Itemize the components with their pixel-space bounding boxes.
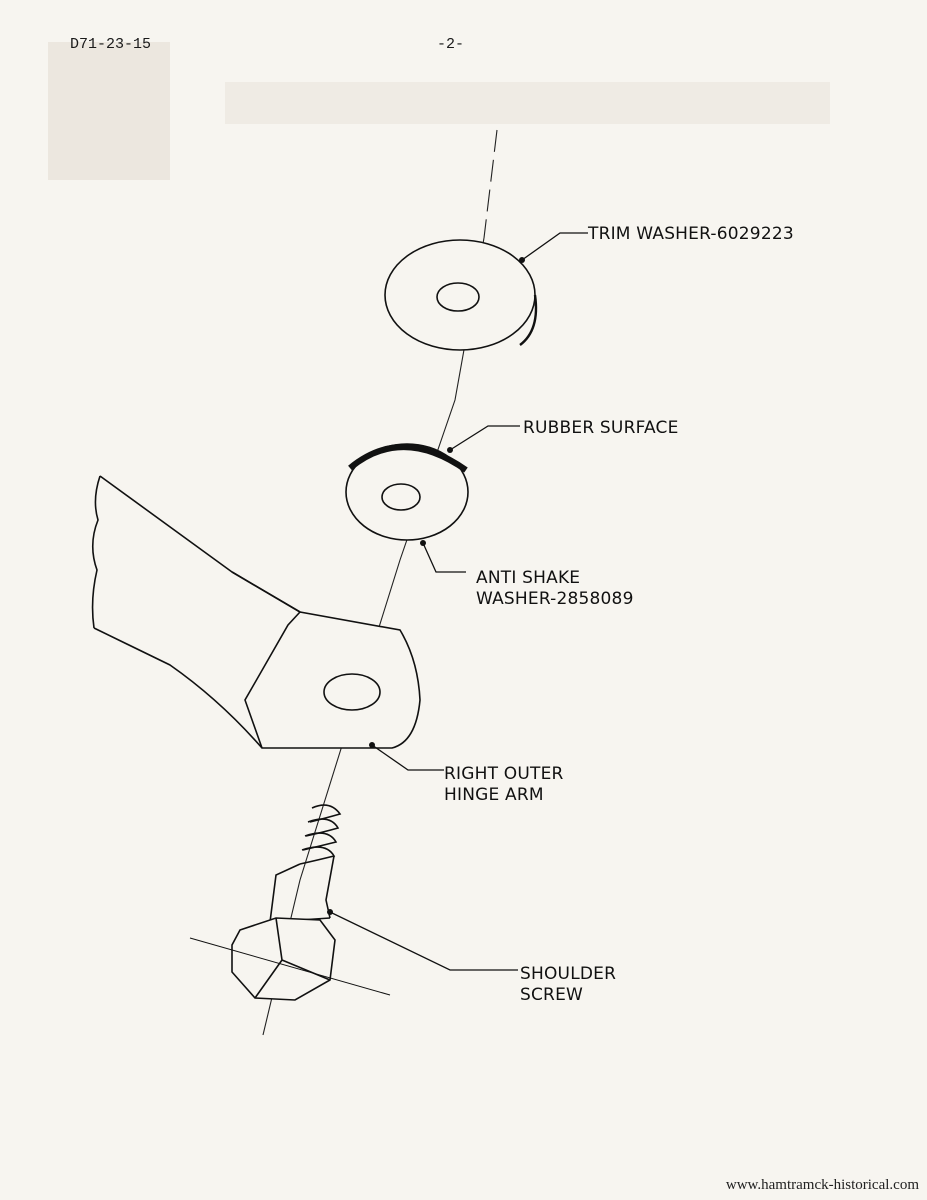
anti-shake-washer-shape [345,443,469,541]
leader-lines [329,232,588,971]
callout-shoulder-screw-line2: SCREW [520,985,584,1005]
callout-shoulder-screw: SHOULDER SCREW [520,964,616,1006]
callout-anti-shake-washer: ANTI SHAKE WASHER-2858089 [476,568,634,610]
callout-trim-washer: TRIM WASHER-6029223 [588,224,794,245]
trim-washer-shape [384,239,538,351]
shoulder-screw-shape [189,804,391,1001]
site-watermark: www.hamtramck-historical.com [725,1177,919,1193]
screw-threads [299,804,342,865]
callout-anti-shake-line2: WASHER-2858089 [476,589,634,609]
callout-rubber-surface-text: RUBBER SURFACE [523,418,679,438]
bleed-through-logo-block [48,42,170,180]
callout-trim-washer-text: TRIM WASHER-6029223 [588,224,794,244]
bulletin-number: D71-23-15 [70,36,152,53]
leader-rubber-surface [449,425,520,451]
leader-anti-shake [422,542,466,573]
callout-rubber-surface: RUBBER SURFACE [523,418,679,439]
bleed-through-title-block [225,82,830,124]
hinge-arm-shape [91,475,421,749]
callout-hinge-arm-line2: HINGE ARM [444,785,544,805]
leader-trim-washer [521,232,588,261]
callout-hinge-arm: RIGHT OUTER HINGE ARM [444,764,564,806]
page-number: -2- [437,36,465,53]
callout-hinge-arm-line1: RIGHT OUTER [444,764,564,784]
callout-anti-shake-line1: ANTI SHAKE [476,568,581,588]
leader-shoulder-screw [329,911,518,971]
leader-hinge-arm [371,744,444,771]
leader-arrowheads [327,257,525,915]
callout-shoulder-screw-line1: SHOULDER [520,964,617,984]
